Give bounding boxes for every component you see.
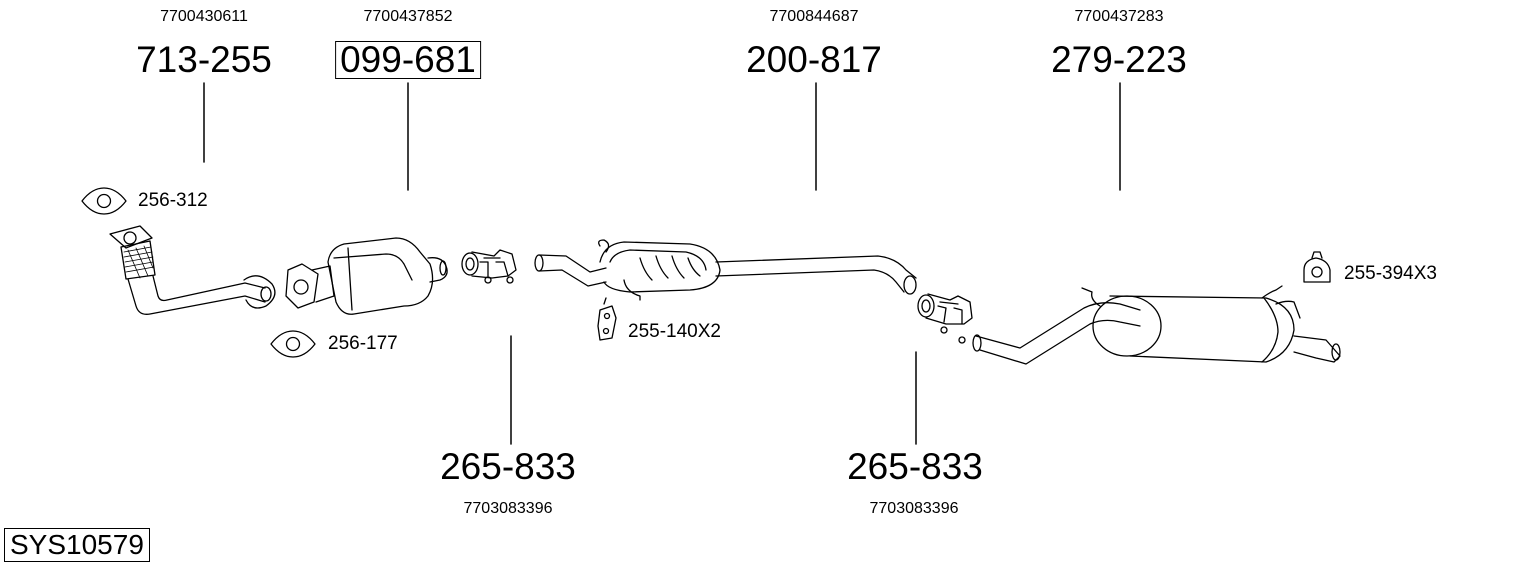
oem-number-099-681: 7700437852 <box>363 8 453 25</box>
gasket-icon <box>81 187 127 215</box>
small-part-256-177[interactable]: 256-177 <box>328 333 398 354</box>
small-part-255-394X3[interactable]: 255-394X3 <box>1344 263 1437 284</box>
oem-number-265-833-right: 7703083396 <box>869 500 959 517</box>
front-downpipe <box>109 225 276 315</box>
oem-number-713-255: 7700430611 <box>160 8 248 25</box>
part-number-713-255[interactable]: 713-255 <box>136 39 272 80</box>
part-number-265-833-right[interactable]: 265-833 <box>847 446 983 487</box>
oem-number-265-833-left: 7703083396 <box>463 500 553 517</box>
oem-number-279-223: 7700437283 <box>1074 8 1164 25</box>
system-id-label: SYS10579 <box>4 528 150 562</box>
rear-silencer <box>972 285 1341 365</box>
rubber-hanger-icon <box>597 297 617 341</box>
leader-lines <box>203 82 1121 445</box>
oem-number-200-817: 7700844687 <box>769 8 859 25</box>
part-number-099-681[interactable]: 099-681 <box>335 41 481 79</box>
front-silencer-pipe <box>534 239 917 301</box>
exhaust-clamp <box>461 249 517 284</box>
part-number-265-833-left[interactable]: 265-833 <box>440 446 576 487</box>
part-number-279-223[interactable]: 279-223 <box>1051 39 1187 80</box>
gasket-icon <box>270 330 316 358</box>
exhaust-clamp <box>917 293 973 344</box>
catalytic-converter <box>285 237 448 315</box>
part-number-200-817[interactable]: 200-817 <box>746 39 882 80</box>
rubber-mount-icon <box>1303 251 1331 283</box>
small-part-256-312[interactable]: 256-312 <box>138 190 208 211</box>
small-part-255-140X2[interactable]: 255-140X2 <box>628 321 721 342</box>
